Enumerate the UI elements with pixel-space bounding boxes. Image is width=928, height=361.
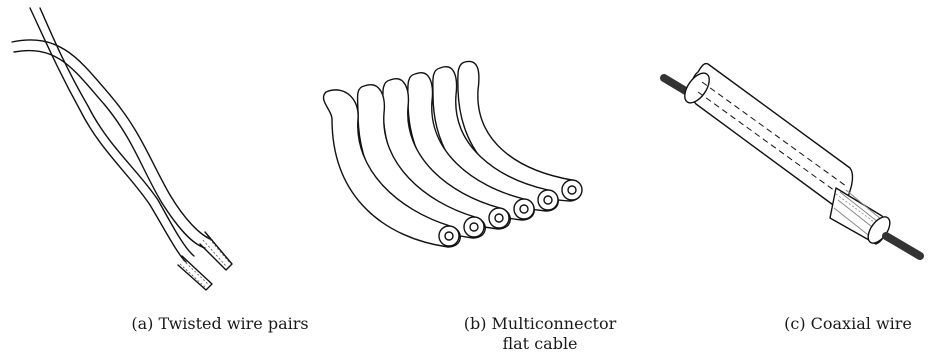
multiconnector-flat-cable-illustration [300, 0, 600, 300]
caption-coaxial-wire: (c) Coaxial wire [770, 314, 926, 334]
twisted-wire-pairs-illustration [0, 0, 280, 300]
caption-twisted-wire-pairs: (a) Twisted wire pairs [130, 314, 310, 334]
wire-tip-upper [199, 231, 233, 271]
caption-line: flat cable [502, 334, 578, 353]
caption-line: (c) Coaxial wire [784, 314, 912, 333]
coaxial-wire-illustration [650, 0, 928, 300]
flat-cable-conductors [322, 60, 583, 248]
caption-multiconnector-flat-cable: (b) Multiconnector flat cable [440, 314, 640, 354]
caption-line: (b) Multiconnector [463, 314, 617, 333]
caption-line: (a) Twisted wire pairs [131, 314, 309, 333]
wire-tip-lower [177, 255, 213, 291]
coax-outer-jacket [684, 62, 854, 211]
